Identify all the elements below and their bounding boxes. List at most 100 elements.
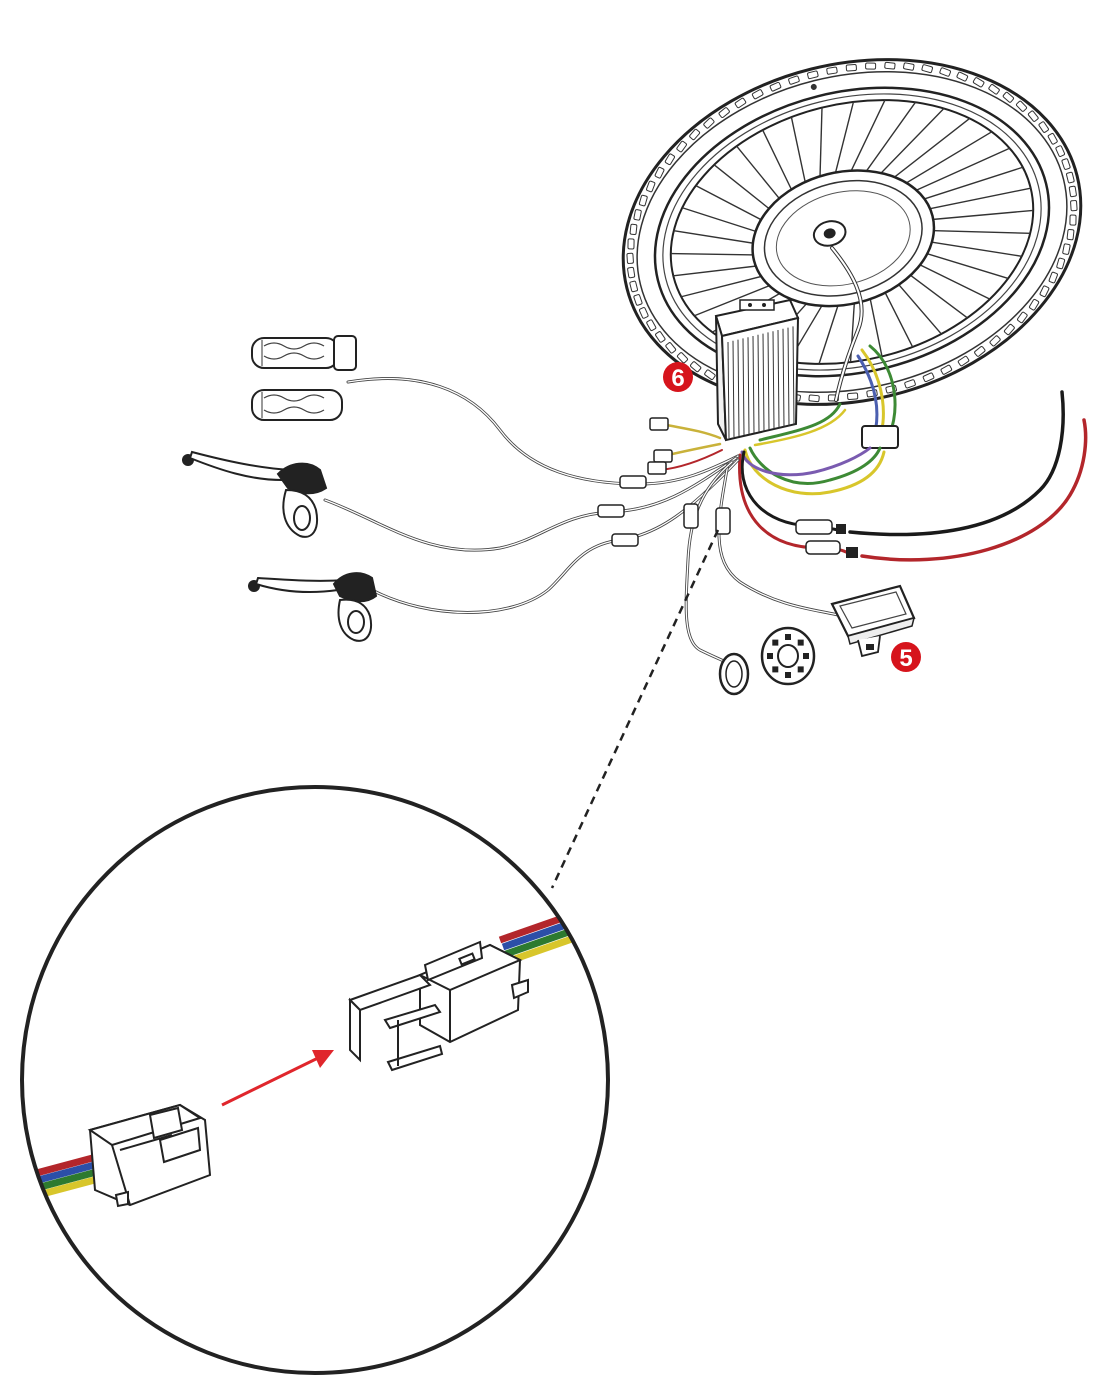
tread-block [974,346,986,357]
fin [737,339,740,437]
magnet [772,666,779,673]
pas-sensor [718,652,750,696]
fin [762,333,765,432]
tread-block [664,153,675,166]
fin [757,334,760,433]
tread-block [847,392,859,400]
magnet [797,666,804,673]
tread-block [703,117,715,129]
tread-block [904,379,916,389]
tread-block [956,71,969,82]
tread-block [1038,121,1049,133]
tread-block [676,352,688,364]
magnet [803,653,809,659]
zoom-leader-line [550,529,720,889]
fin [732,340,735,438]
connector-socket [348,940,529,1072]
tread-block [689,128,701,141]
tread-block [638,307,649,319]
tread-block [718,107,730,118]
tread-block [1070,200,1078,212]
tread-block [1029,298,1040,311]
callout-5: 5 [891,642,921,672]
tread-block [646,319,657,332]
tread-block [989,335,1001,347]
fin [787,327,790,427]
tread-block [626,252,634,264]
tread-block [1047,132,1058,145]
plain-grip [251,389,343,421]
magnet [772,639,779,646]
fin [742,338,745,436]
tread-block [654,166,665,179]
tread-block [629,280,638,293]
tread-block [1069,214,1077,226]
callout-6-label: 6 [671,365,684,392]
fin [782,328,785,428]
tread-block [1066,171,1075,184]
tread-block [1056,257,1066,270]
tread-block [1039,285,1050,298]
fin [727,341,730,439]
tread-block [627,266,636,279]
tread-block [676,140,687,153]
tread-block [865,62,877,70]
connector-plug [87,1103,212,1208]
tread-block [646,180,656,193]
insert-arrow [221,1050,334,1107]
tread-block [921,64,933,74]
tread-block [903,62,915,71]
tread-block [988,84,1000,95]
tread-block [807,70,819,80]
wiring [323,246,1088,666]
fin [772,331,775,430]
magnet [767,653,773,659]
tread-block [665,342,677,354]
callout-5-label: 5 [899,645,912,672]
magnet [797,639,804,646]
fin [792,326,795,426]
tread-block [1068,185,1077,198]
display [830,584,916,658]
tread-block [704,369,716,380]
tread-block [808,394,820,403]
tread-block [633,294,643,306]
tread-block [1061,158,1071,170]
tread-block [1002,91,1014,103]
callout-6: 6 [663,362,693,392]
tread-block [627,238,635,250]
tread-block [633,209,642,221]
tread-block [769,81,782,92]
controller [714,298,800,442]
tread-block [690,361,702,373]
tread-block [638,194,648,207]
tread-block [939,67,951,77]
tread-block [826,66,838,75]
tread-block [1016,100,1028,112]
tread-block [1062,243,1071,255]
throttle-grip [251,335,357,371]
fin [752,335,755,434]
tread-block [940,364,953,375]
tread-block [751,89,764,100]
tread-block [788,75,800,85]
tread-block [972,77,985,88]
tread-block [1003,323,1015,336]
tread-block [1048,271,1058,284]
tread-block [629,223,638,236]
tread-block [957,355,970,367]
tread-block [1055,145,1066,157]
tread-block [655,331,666,343]
magnet [785,672,791,678]
zoom-detail-circle [20,785,610,1375]
fin [747,337,750,435]
brake-lever-left [182,450,328,538]
tread-block [884,61,896,70]
fin [767,332,770,431]
tread-block [1066,228,1075,241]
pas-magnet-disc [760,626,816,686]
fin [777,329,780,429]
tread-block [922,372,935,383]
controller-fins [727,326,795,439]
